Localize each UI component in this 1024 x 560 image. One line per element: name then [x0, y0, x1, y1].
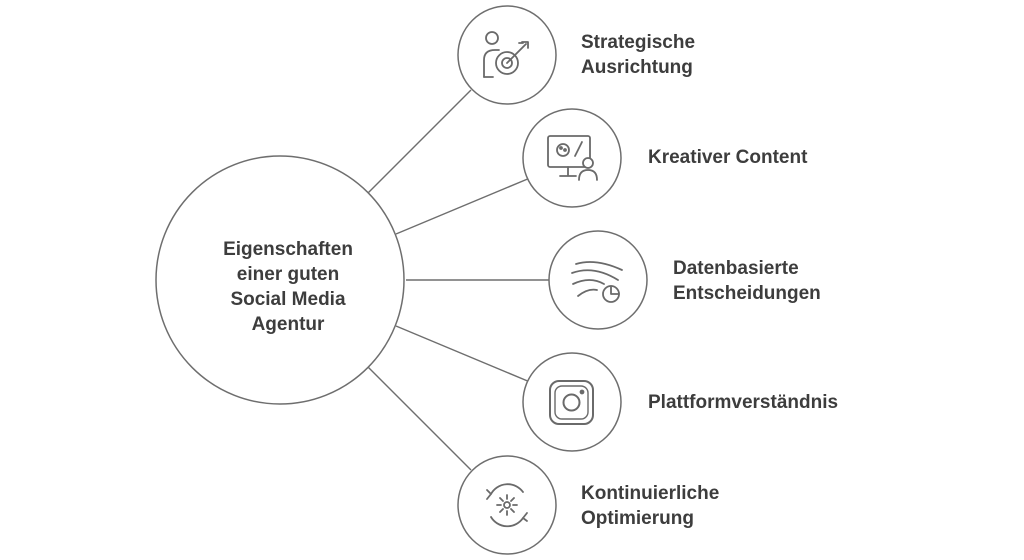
center-circle: [155, 155, 405, 405]
node-label-line: Ausrichtung: [581, 57, 693, 78]
data-analytics-icon: [571, 261, 623, 303]
center-label-line: Social Media: [230, 289, 346, 310]
connector-line: [367, 89, 472, 194]
node-label-data: Datenbasierte Entscheidungen: [673, 256, 821, 306]
instagram-icon: [549, 380, 594, 425]
node-label-line: Entscheidungen: [673, 283, 821, 304]
node-label-line: Datenbasierte: [673, 258, 799, 279]
connector-line: [395, 325, 531, 383]
creative-presentation-icon: [547, 135, 598, 181]
node-circle-data: [548, 230, 648, 330]
center-label: Eigenschaften einer guten Social Media A…: [170, 237, 406, 337]
cycle-gear-icon: [486, 483, 528, 528]
node-circle-optimization: [457, 455, 557, 555]
node-label-line: Kreativer Content: [648, 147, 808, 168]
node-label-line: Optimierung: [581, 508, 694, 529]
node-label-line: Strategische: [581, 32, 696, 53]
connector-line: [395, 177, 531, 235]
node-label-line: Kontinuierliche: [581, 483, 720, 504]
node-circle-creative: [522, 108, 622, 208]
node-label-optimization: Kontinuierliche Optimierung: [581, 481, 719, 531]
node-label-creative: Kreativer Content: [648, 145, 807, 170]
node-circle-platform: [522, 352, 622, 452]
center-label-line: einer guten: [236, 264, 340, 285]
center-label-line: Eigenschaften: [223, 239, 353, 260]
node-label-platform: Plattformverständnis: [648, 390, 838, 415]
node-circle-strategy: [457, 5, 557, 105]
node-label-strategy: Strategische Ausrichtung: [581, 30, 695, 80]
node-label-line: Plattformverständnis: [648, 392, 839, 413]
center-label-line: Agentur: [251, 314, 325, 335]
connector-line: [367, 366, 472, 471]
target-person-icon: [483, 31, 529, 78]
